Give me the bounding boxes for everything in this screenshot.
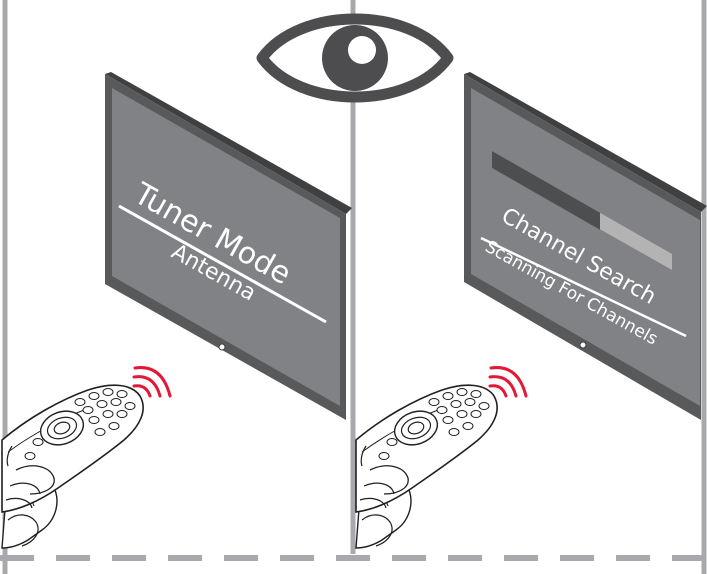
power-led-icon bbox=[218, 343, 226, 351]
tv-icon: Channel Search Scanning For Channels bbox=[464, 72, 707, 420]
channel-search-progress bbox=[492, 151, 672, 270]
tv-icon: Tuner Mode Antenna bbox=[105, 72, 352, 420]
right-panel: Channel Search Scanning For Channels bbox=[355, 72, 707, 549]
signal-waves-icon bbox=[488, 366, 528, 398]
power-led-icon bbox=[579, 341, 587, 349]
eye-icon bbox=[256, 13, 454, 103]
signal-waves-icon bbox=[132, 366, 172, 398]
progress-fill bbox=[492, 151, 600, 230]
remote-control-icon bbox=[1, 384, 144, 549]
left-panel: Tuner Mode Antenna bbox=[1, 72, 352, 549]
remote-control-icon bbox=[355, 384, 498, 549]
